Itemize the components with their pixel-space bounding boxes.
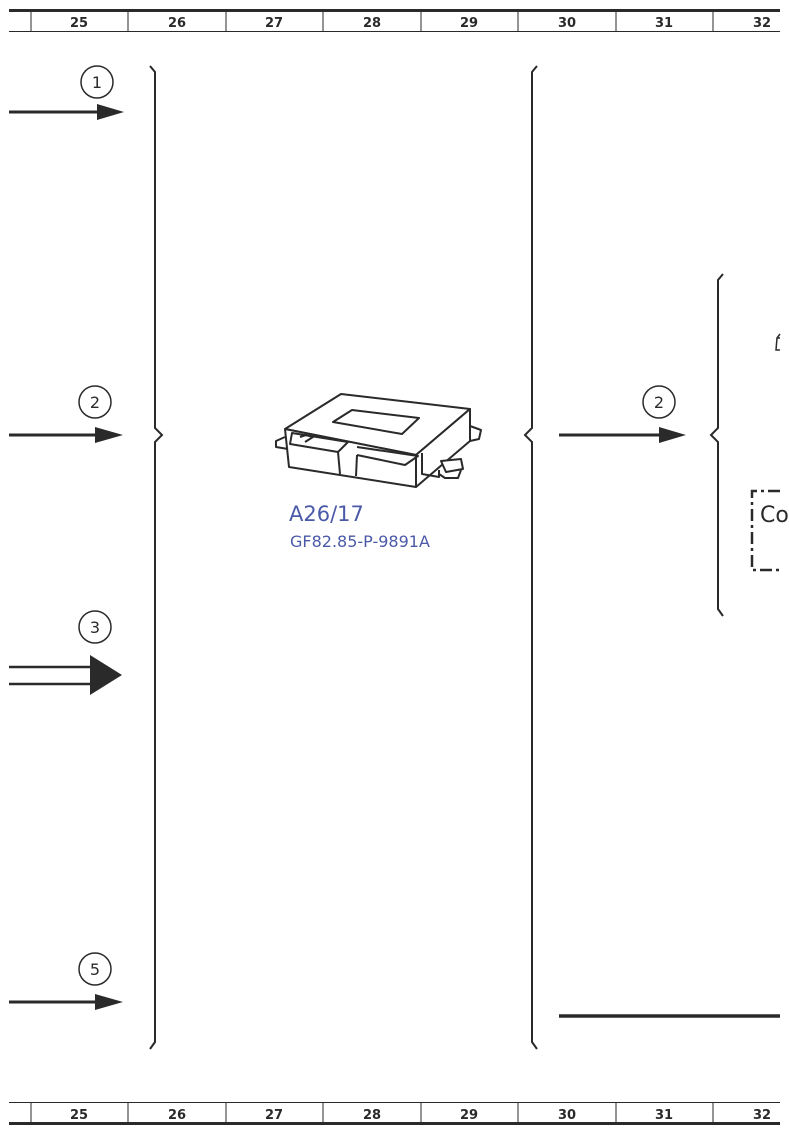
ruler-col-29: 29 — [460, 16, 478, 31]
ruler-bottom-col-28: 28 — [363, 1108, 381, 1123]
middle-brace — [523, 65, 538, 1050]
ruler-bottom-col-32: 32 — [753, 1108, 771, 1123]
ruler-bottom-col-31: 31 — [655, 1108, 673, 1123]
right-brace — [709, 273, 724, 617]
callout-5: 5 — [90, 960, 100, 979]
ruler-col-28: 28 — [363, 16, 381, 31]
ruler-bottom-col-30: 30 — [558, 1108, 576, 1123]
ruler-col-32: 32 — [753, 16, 771, 31]
arrow-3-double: 3 — [9, 610, 122, 695]
cropped-box-text: Co — [760, 503, 789, 528]
callout-2-right: 2 — [654, 393, 664, 412]
arrow-2-left: 2 — [9, 385, 123, 443]
arrow-2-right: 2 — [559, 385, 686, 443]
ruler-col-27: 27 — [265, 16, 283, 31]
top-ruler: 25 26 27 28 29 30 31 32 — [9, 9, 780, 32]
callout-1: 1 — [92, 73, 102, 92]
cropped-symbol-icon — [775, 333, 781, 351]
bottom-ruler: 25 26 27 28 29 30 31 32 — [9, 1102, 780, 1125]
ruler-col-31: 31 — [655, 16, 673, 31]
callout-3: 3 — [90, 618, 100, 637]
control-unit-icon — [275, 393, 482, 488]
ruler-bottom-col-27: 27 — [265, 1108, 283, 1123]
arrow-5: 5 — [9, 952, 123, 1010]
component-reference: GF82.85-P-9891A — [290, 532, 430, 551]
callout-2-left: 2 — [90, 393, 100, 412]
ruler-bottom-col-29: 29 — [460, 1108, 478, 1123]
ruler-col-30: 30 — [558, 16, 576, 31]
cropped-dashed-box: Co — [750, 489, 789, 572]
arrow-1: 1 — [9, 65, 124, 120]
component-code: A26/17 — [289, 502, 364, 526]
ruler-bottom-col-25: 25 — [70, 1108, 88, 1123]
left-brace — [149, 65, 164, 1050]
ruler-bottom-col-26: 26 — [168, 1108, 186, 1123]
ruler-col-25: 25 — [70, 16, 88, 31]
ruler-col-26: 26 — [168, 16, 186, 31]
